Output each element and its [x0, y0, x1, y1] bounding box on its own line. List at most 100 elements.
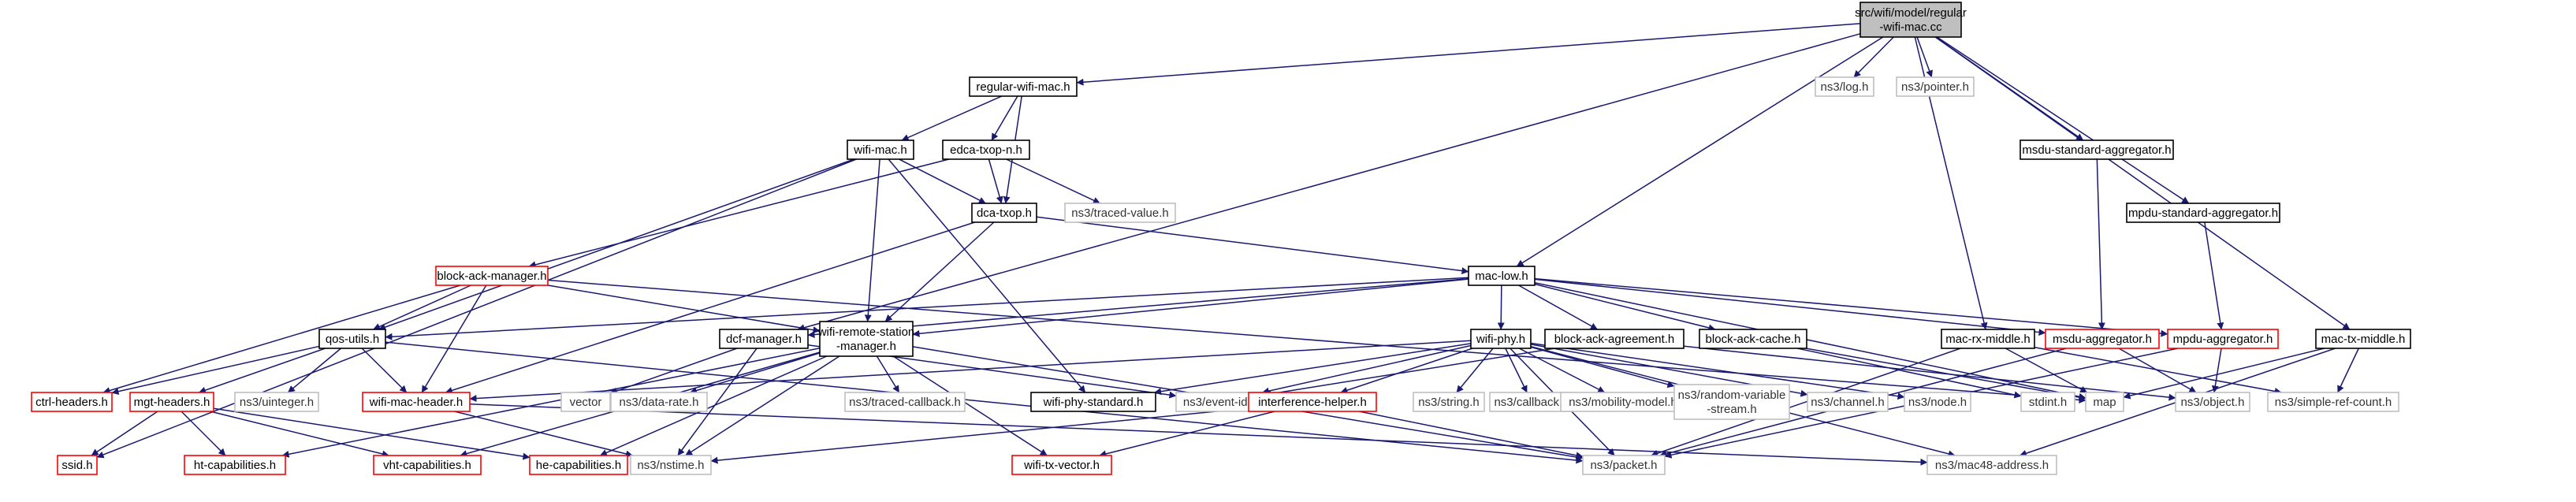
edge-mac-low-to-dcf-manager: [807, 277, 1469, 338]
node-ht-capabilities[interactable]: ht-capabilities.h: [184, 455, 286, 475]
node-stdint: stdint.h: [2020, 392, 2075, 412]
node-box-ns3-log: [1815, 76, 1874, 97]
node-ns3-node: ns3/node.h: [1904, 392, 1971, 412]
node-wifi-phy[interactable]: wifi-phy.h: [1470, 329, 1532, 349]
edge-block-ack-manager-to-map: [547, 279, 2086, 403]
edge-mpdu-aggregator-to-ns3-object: [2211, 348, 2222, 393]
node-box-ns3-traced-callback: [844, 392, 966, 412]
node-box-ns3-node: [1904, 392, 1971, 412]
edge-dcf-manager-to-ns3-nstime: [677, 348, 758, 456]
node-ns3-mac48-address: ns3/mac48-address.h: [1926, 455, 2057, 475]
edge-wifi-mac-to-dca-txop: [899, 158, 986, 204]
node-mac-low[interactable]: mac-low.h: [1468, 266, 1536, 286]
edge-dca-txop-to-wifi-remote-station-manager: [884, 221, 995, 322]
edge-wifi-phy-to-ns3-string: [1456, 348, 1494, 393]
node-ssid[interactable]: ssid.h: [57, 455, 98, 475]
edge-wifi-remote-station-manager-to-ns3-nstime: [685, 355, 840, 456]
edge-mgt-headers-to-vht-capabilities: [210, 411, 389, 458]
edge-root-to-mac-low: [1516, 36, 1884, 267]
node-label-regular-wifi-mac: regular-wifi-mac.h: [976, 80, 1070, 94]
node-block-ack-agreement[interactable]: block-ack-agreement.h: [1544, 329, 1684, 349]
node-label-ns3-event-id: ns3/event-id.h: [1183, 396, 1257, 409]
node-vector: vector: [560, 392, 611, 412]
node-label-wifi-tx-vector: wifi-tx-vector.h: [1023, 459, 1100, 472]
node-box-root: [1859, 2, 1962, 38]
node-box-ns3-data-rate: [610, 392, 708, 412]
node-mac-tx-middle[interactable]: mac-tx-middle.h: [2315, 329, 2411, 349]
edge-wifi-phy-to-ns3-event-id: [1261, 344, 1472, 395]
node-box-vht-capabilities: [373, 455, 482, 475]
node-wifi-tx-vector[interactable]: wifi-tx-vector.h: [1011, 455, 1112, 475]
node-regular-wifi-mac[interactable]: regular-wifi-mac.h: [969, 76, 1078, 97]
edge-block-ack-agreement-to-ns3-event-id: [1264, 348, 1556, 398]
node-box-wifi-mac-header: [362, 392, 471, 412]
edge-mac-low-to-wifi-phy: [1497, 284, 1505, 330]
node-box-mpdu-aggregator: [2167, 329, 2279, 349]
edge-wifi-mac-header-to-ns3-nstime: [454, 411, 633, 458]
node-ns3-traced-value: ns3/traced-value.h: [1064, 203, 1176, 223]
edge-interference-helper-to-ns3-nstime: [710, 407, 1249, 464]
node-mpdu-aggregator[interactable]: mpdu-aggregator.h: [2167, 329, 2279, 349]
node-ns3-nstime: ns3/nstime.h: [630, 455, 712, 475]
node-edca-txop-n[interactable]: edca-txop-n.h: [942, 139, 1030, 160]
node-box-mac-tx-middle: [2315, 329, 2411, 349]
node-label-ns3-channel: ns3/channel.h: [1811, 396, 1884, 409]
edge-mac-low-to-msdu-aggregator: [1534, 278, 2046, 337]
edge-mac-rx-middle-to-ns3-packet: [1651, 348, 1961, 457]
node-ns3-data-rate: ns3/data-rate.h: [610, 392, 708, 412]
edge-block-ack-cache-to-stdint: [1796, 348, 2022, 399]
node-label-vht-capabilities: vht-capabilities.h: [383, 459, 471, 472]
node-root[interactable]: src/wifi/model/regular-wifi-mac.cc: [1855, 2, 1967, 38]
edge-block-ack-manager-to-wifi-remote-station-manager: [547, 284, 821, 334]
node-qos-utils[interactable]: qos-utils.h: [318, 329, 386, 349]
node-wifi-mac-header[interactable]: wifi-mac-header.h: [362, 392, 471, 412]
node-ns3-traced-callback: ns3/traced-callback.h: [844, 392, 966, 412]
node-label-wifi-remote-station-manager-line-1: wifi-remote-station: [817, 325, 915, 339]
node-label-he-capabilities: he-capabilities.h: [536, 459, 621, 472]
node-mac-rx-middle[interactable]: mac-rx-middle.h: [1941, 329, 2035, 349]
node-he-capabilities[interactable]: he-capabilities.h: [529, 455, 628, 475]
node-label-wifi-phy-standard: wifi-phy-standard.h: [1043, 396, 1144, 409]
node-box-ns3-uinteger: [234, 392, 319, 412]
node-wifi-phy-standard[interactable]: wifi-phy-standard.h: [1030, 392, 1156, 412]
node-label-mac-low: mac-low.h: [1475, 270, 1528, 283]
edge-root-to-ns3-log: [1853, 36, 1894, 78]
node-mpdu-standard-aggregator[interactable]: mpdu-standard-aggregator.h: [2126, 203, 2280, 223]
node-wifi-mac[interactable]: wifi-mac.h: [847, 139, 914, 160]
nodes-layer: src/wifi/model/regular-wifi-mac.cc regula…: [31, 2, 2411, 475]
node-label-map: map: [2093, 396, 2116, 409]
node-dca-txop[interactable]: dca-txop.h: [971, 203, 1037, 223]
edge-mac-low-to-qos-utils: [385, 277, 1469, 340]
node-ctrl-headers[interactable]: ctrl-headers.h: [31, 392, 113, 412]
node-label-ns3-node: ns3/node.h: [1908, 396, 1967, 409]
node-block-ack-cache[interactable]: block-ack-cache.h: [1699, 329, 1807, 349]
node-msdu-standard-aggregator[interactable]: msdu-standard-aggregator.h: [2019, 139, 2174, 160]
node-ns3-packet: ns3/packet.h: [1582, 455, 1666, 475]
node-label-ns3-random-variable-stream-line-2: -stream.h: [1707, 403, 1756, 416]
node-label-ns3-log: ns3/log.h: [1821, 80, 1869, 94]
node-label-ht-capabilities: ht-capabilities.h: [194, 459, 276, 472]
node-box-map: [2085, 392, 2124, 412]
node-vht-capabilities[interactable]: vht-capabilities.h: [373, 455, 482, 475]
edge-edca-txop-n-to-dca-txop: [988, 158, 1003, 204]
node-label-root-line-1: src/wifi/model/regular: [1855, 6, 1967, 20]
node-box-ns3-channel: [1807, 392, 1889, 412]
node-label-ns3-data-rate: ns3/data-rate.h: [620, 396, 699, 409]
edge-edca-txop-n-to-block-ack-manager: [528, 158, 950, 269]
edge-regular-wifi-mac-to-edca-txop-n: [991, 95, 1018, 141]
node-label-ns3-string: ns3/string.h: [1418, 396, 1480, 409]
node-ns3-log: ns3/log.h: [1815, 76, 1874, 97]
node-box-stdint: [2020, 392, 2075, 412]
node-interference-helper[interactable]: interference-helper.h: [1248, 392, 1377, 412]
node-dcf-manager[interactable]: dcf-manager.h: [719, 329, 809, 349]
node-label-ns3-simple-ref-count: ns3/simple-ref-count.h: [2275, 396, 2392, 409]
node-wifi-remote-station-manager[interactable]: wifi-remote-station-manager.h: [817, 321, 915, 357]
node-block-ack-manager[interactable]: block-ack-manager.h: [435, 266, 549, 286]
node-box-wifi-mac: [847, 139, 914, 160]
node-label-block-ack-manager: block-ack-manager.h: [437, 270, 546, 283]
node-msdu-aggregator[interactable]: msdu-aggregator.h: [2045, 329, 2160, 349]
edge-wifi-mac-header-to-ns3-mac48-address: [469, 403, 1928, 466]
node-mgt-headers[interactable]: mgt-headers.h: [129, 392, 214, 412]
edge-root-to-mac-tx-middle: [1934, 36, 2351, 330]
edge-dca-txop-to-mac-low: [1036, 216, 1469, 275]
